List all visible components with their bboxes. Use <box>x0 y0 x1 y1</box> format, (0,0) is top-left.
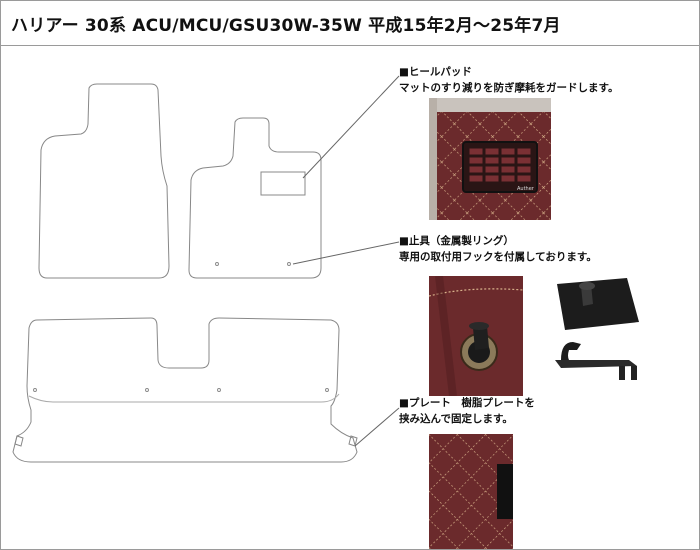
plate-title: ■プレート 樹脂プレートを <box>399 397 535 409</box>
plate-mat-photo <box>429 434 525 549</box>
page-title: ハリアー 30系 ACU/MCU/GSU30W-35W 平成15年2月～25年7… <box>11 15 561 36</box>
title-bar: ハリアー 30系 ACU/MCU/GSU30W-35W 平成15年2月～25年7… <box>1 1 699 46</box>
plate-leader <box>354 407 400 447</box>
heel-pad-leader <box>302 75 400 179</box>
passenger-mat-outline <box>188 117 322 279</box>
rear-mat-outline <box>12 317 358 463</box>
driver-mat-outline <box>38 83 170 279</box>
heel-pad-photo: Auther <box>429 98 551 220</box>
mat-outline-diagram <box>12 75 400 463</box>
diagram-area: ■ヒールパッド マットのすり減りを防ぎ摩耗をガードします。 ■止具（金属製リング… <box>1 46 699 549</box>
heel-pad-brand: Auther <box>517 186 535 192</box>
hook-parts-photo <box>547 278 653 396</box>
fastener-mat-photo <box>429 276 523 396</box>
heel-pad-description: マットのすり減りを防ぎ摩耗をガードします。 <box>399 82 619 94</box>
plate-callout: ■プレート 樹脂プレートを 挟み込んで固定します。 <box>399 395 535 427</box>
fastener-leader <box>292 241 400 265</box>
plate-description: 挟み込んで固定します。 <box>399 413 513 425</box>
fastener-description: 専用の取付用フックを付属しております。 <box>399 251 597 263</box>
heel-pad-title: ■ヒールパッド <box>399 66 472 78</box>
heel-pad-callout: ■ヒールパッド マットのすり減りを防ぎ摩耗をガードします。 <box>399 64 618 96</box>
fastener-title: ■止具（金属製リング） <box>399 235 514 247</box>
heel-pad-outline <box>260 171 306 196</box>
fastener-callout: ■止具（金属製リング） 専用の取付用フックを付属しております。 <box>399 233 597 265</box>
